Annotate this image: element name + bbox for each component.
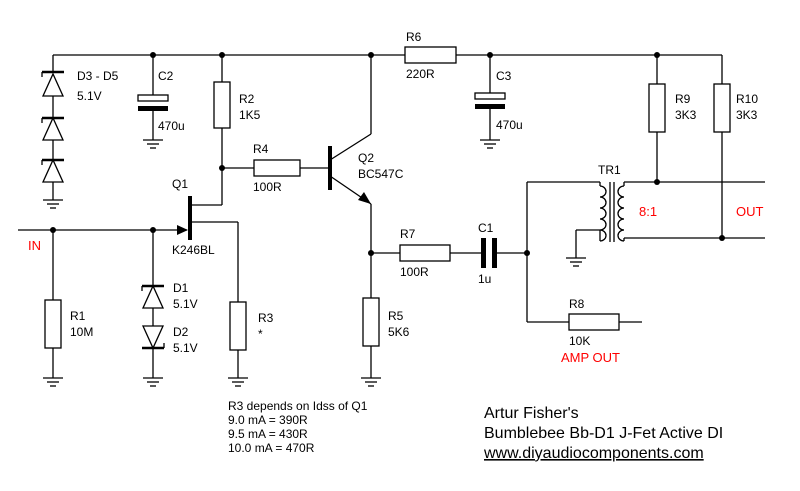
- r6-value: 220R: [406, 67, 435, 81]
- d3-d5-label: D3 - D5: [77, 69, 119, 83]
- q1-label: Q1: [172, 177, 188, 191]
- capacitor-c2: [137, 55, 169, 149]
- transistor-q2: [328, 55, 372, 298]
- r5-label: R5: [388, 309, 404, 323]
- junction-dots: [50, 52, 725, 256]
- c2-value: 470u: [158, 119, 185, 133]
- r7-value: 100R: [400, 265, 429, 279]
- resistor-r10: [713, 55, 731, 238]
- c1-value: 1u: [478, 272, 491, 286]
- in-label: IN: [28, 238, 41, 253]
- r2-value: 1K5: [239, 108, 261, 122]
- r2-label: R2: [239, 92, 255, 106]
- r1-label: R1: [70, 309, 86, 323]
- d2-label: D2: [173, 325, 189, 339]
- resistor-r5: [361, 297, 381, 387]
- r4-label: R4: [253, 142, 269, 156]
- note-line-4: 10.0 mA = 470R: [228, 441, 315, 455]
- resistor-r2: [213, 55, 231, 205]
- resistor-r9: [648, 55, 666, 182]
- capacitor-c3: [474, 55, 506, 149]
- r3-label: R3: [258, 311, 274, 325]
- r9-value: 3K3: [675, 108, 697, 122]
- r7-label: R7: [400, 227, 416, 241]
- d3-d5-value: 5.1V: [77, 89, 102, 103]
- transistor-q1: [177, 196, 239, 302]
- r8-value: 10K: [569, 334, 590, 348]
- note-line-3: 9.5 mA = 430R: [228, 427, 308, 441]
- r9-label: R9: [675, 92, 691, 106]
- zener-stack-d3-d5: [41, 55, 65, 209]
- resistor-r4: [222, 159, 330, 177]
- capacitor-c1: [481, 238, 527, 268]
- output-node: [526, 182, 642, 331]
- r10-label: R10: [736, 92, 758, 106]
- note-line-1: R3 depends on Idss of Q1: [228, 399, 368, 413]
- credit-url[interactable]: www.diyaudiocomponents.com: [483, 445, 704, 462]
- r10-value: 3K3: [736, 108, 758, 122]
- c2-label: C2: [158, 69, 174, 83]
- r4-value: 100R: [253, 180, 282, 194]
- r5-value: 5K6: [388, 325, 410, 339]
- resistor-r1: [43, 230, 63, 387]
- q2-label: Q2: [358, 151, 374, 165]
- d2-value: 5.1V: [173, 341, 198, 355]
- r1-value: 10M: [70, 325, 93, 339]
- d1-label: D1: [173, 281, 189, 295]
- tr1-label: TR1: [598, 163, 621, 177]
- amp-out-label: AMP OUT: [561, 350, 620, 365]
- r8-label: R8: [569, 297, 585, 311]
- c3-value: 470u: [496, 118, 523, 132]
- d1-value: 5.1V: [173, 297, 198, 311]
- out-label: OUT: [736, 204, 764, 219]
- credit-title: Bumblebee Bb-D1 J-Fet Active DI: [484, 425, 723, 442]
- tr1-ratio: 8:1: [639, 204, 657, 219]
- c1-label: C1: [478, 221, 494, 235]
- note-line-2: 9.0 mA = 390R: [228, 413, 308, 427]
- c3-label: C3: [496, 69, 512, 83]
- resistor-r7: [371, 244, 481, 262]
- transformer-tr1: [527, 181, 765, 267]
- q1-value: K246BL: [172, 243, 215, 257]
- r6-label: R6: [406, 30, 422, 44]
- q2-value: BC547C: [358, 167, 404, 181]
- resistor-r6: [404, 46, 457, 64]
- credit-author: Artur Fisher's: [484, 405, 579, 422]
- zener-d1-d2: [141, 230, 165, 387]
- r3-value: *: [258, 327, 263, 341]
- resistor-r3: [228, 301, 248, 387]
